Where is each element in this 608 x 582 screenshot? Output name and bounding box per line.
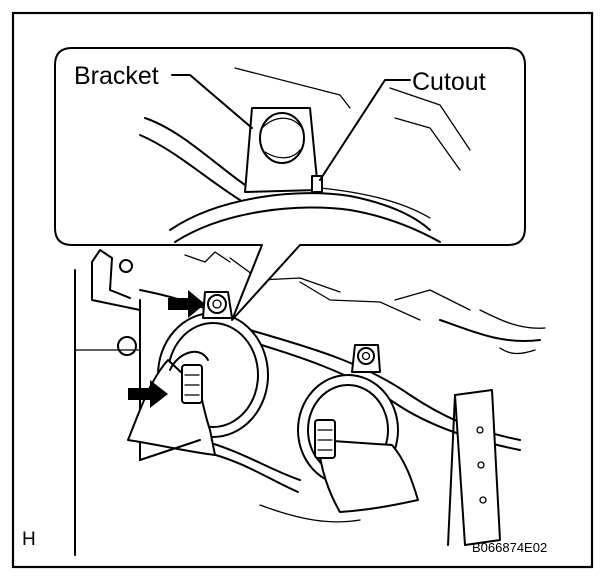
- arrow-connector: [128, 380, 168, 408]
- figure-code: B066874E02: [472, 540, 547, 555]
- arrow-bolt: [168, 290, 205, 318]
- label-bracket: Bracket: [74, 62, 159, 90]
- detail-callout: Bracket Cutout: [54, 47, 526, 321]
- cutout-leader: [319, 79, 411, 181]
- bracket-leader: [171, 74, 253, 129]
- label-cutout: Cutout: [412, 68, 486, 96]
- view-letter: H: [22, 529, 36, 550]
